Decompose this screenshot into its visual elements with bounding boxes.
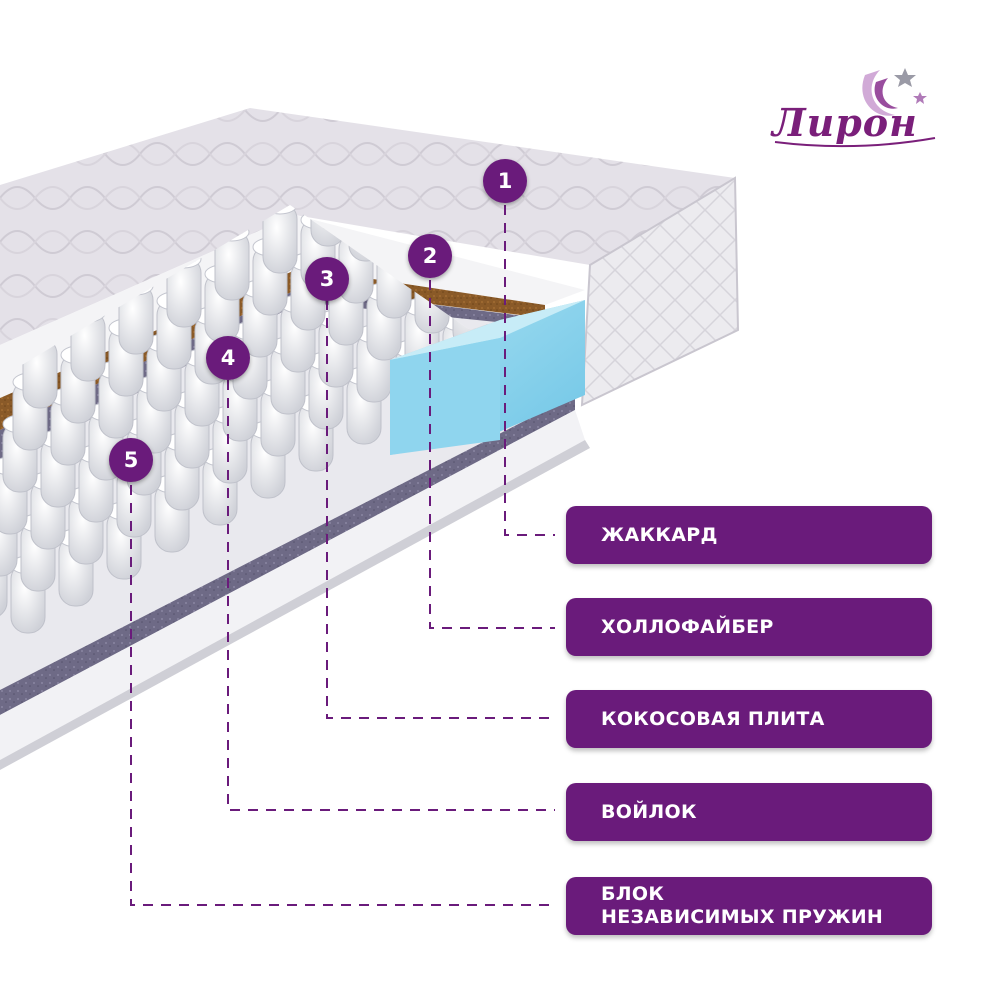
layer-label-text: БЛОК [601,883,665,905]
layer-marker-2: 2 [408,234,452,278]
layer-marker-3: 3 [305,257,349,301]
layer-label-coconut: КОКОСОВАЯ ПЛИТА [566,690,932,748]
crescent-moon-stars-icon [774,68,936,148]
layer-label-felt: ВОЙЛОК [566,783,932,841]
layer-label-jacquard: ЖАККАРД [566,506,932,564]
layer-marker-5: 5 [109,438,153,482]
brand-logo-text: Лирон [772,100,918,145]
layer-label-text: НЕЗАВИСИМЫХ ПРУЖИН [601,906,884,928]
layer-marker-4: 4 [206,336,250,380]
layer-label-text: ВОЙЛОК [601,800,697,823]
layer-label-text: ХОЛЛОФАЙБЕР [601,615,774,638]
layer-label-spring-block: БЛОК НЕЗАВИСИМЫХ ПРУЖИН [566,877,932,935]
layer-marker-1: 1 [483,159,527,203]
layer-label-hollofiber: ХОЛЛОФАЙБЕР [566,598,932,656]
spring-coil [503,61,537,138]
layer-label-text: КОКОСОВАЯ ПЛИТА [601,707,825,730]
layer-label-text: ЖАККАРД [601,523,718,546]
